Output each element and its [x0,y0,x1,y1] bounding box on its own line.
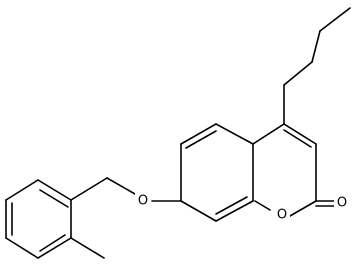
toluene-ring [5,179,105,259]
carbonyl-oxygen-atom: O [334,194,350,212]
ether-oxygen-label: O [138,194,148,209]
ring-oxygen-atom: O [274,206,290,224]
ring-oxygen-label: O [277,208,287,223]
pyranone-ring [252,123,335,217]
carbonyl-oxygen-label: O [337,196,347,211]
benzo-ring [180,123,254,222]
butyl-chain [283,7,351,125]
benzyloxy-group [70,177,182,202]
ether-oxygen-atom: O [135,192,151,210]
